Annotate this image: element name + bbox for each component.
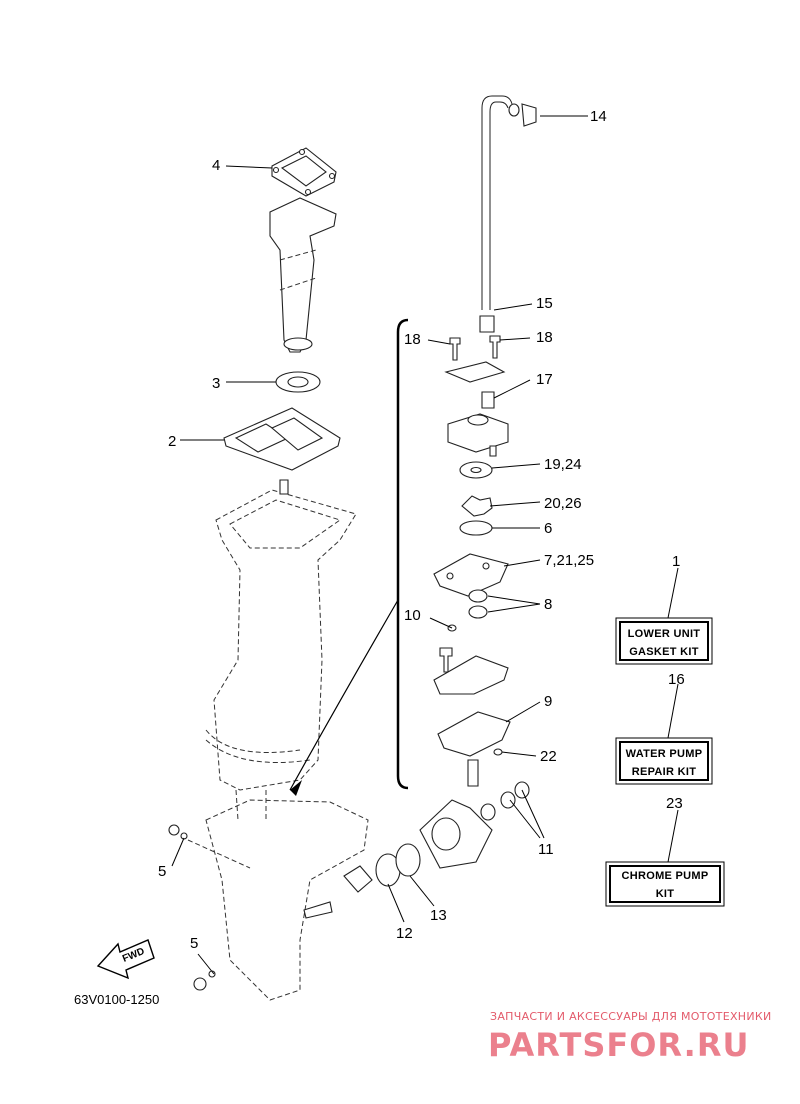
callouts: 1 2 3 4 5 5 6 7,21,25 8 9 10 11 12 13 14…: [158, 108, 685, 952]
callout-15: 15: [536, 295, 553, 312]
propeller-shaft-housing: [343, 781, 530, 893]
callout-19-24: 19,24: [544, 456, 582, 473]
callout-22: 22: [540, 748, 557, 765]
water-pump-parts: [433, 315, 511, 787]
callout-16: 16: [668, 671, 685, 688]
kit-lower-unit-line2: GASKET KIT: [629, 646, 699, 658]
kit-water-pump-repair: WATER PUMP REPAIR KIT: [615, 737, 713, 785]
callout-11: 11: [538, 841, 554, 858]
callout-4: 4: [212, 157, 220, 174]
gear-case: [187, 789, 369, 1001]
kit-water-pump-line2: REPAIR KIT: [632, 766, 697, 778]
callout-13: 13: [430, 907, 447, 924]
exhaust-guide: [269, 197, 337, 353]
watermark-logo: PARTSFOR.RU: [488, 1026, 749, 1064]
oil-seal-housing: [275, 371, 321, 393]
callout-2: 2: [168, 433, 176, 450]
callout-5b: 5: [190, 935, 198, 952]
callout-6: 6: [544, 520, 552, 537]
upper-gasket: [223, 407, 341, 471]
callout-23: 23: [666, 795, 683, 812]
callout-10: 10: [404, 607, 421, 624]
callout-20-26: 20,26: [544, 495, 582, 512]
callout-18b: 18: [536, 329, 553, 346]
watermark: ЗАПЧАСТИ И АКСЕССУАРЫ ДЛЯ МОТОТЕХНИКИ PA…: [488, 1010, 772, 1064]
callout-3: 3: [212, 375, 220, 392]
leader-lines: [171, 115, 679, 975]
callout-8: 8: [544, 596, 552, 613]
callout-1: 1: [672, 553, 680, 570]
callout-12: 12: [396, 925, 413, 942]
screws: [168, 824, 216, 991]
assembly-bracket: [289, 318, 409, 796]
callout-9: 9: [544, 693, 552, 710]
diagram-code: 63V0100-1250: [74, 992, 159, 1007]
watermark-caption: ЗАПЧАСТИ И АКСЕССУАРЫ ДЛЯ МОТОТЕХНИКИ: [490, 1010, 772, 1023]
kit-chrome-pump: CHROME PUMP KIT: [605, 861, 725, 907]
water-tube: [481, 95, 537, 310]
kit-chrome-pump-line1: CHROME PUMP: [621, 870, 708, 882]
callout-7-21-25: 7,21,25: [544, 552, 594, 569]
kit-lower-unit-gasket: LOWER UNIT GASKET KIT: [615, 617, 713, 665]
callout-18a: 18: [404, 331, 421, 348]
callout-5a: 5: [158, 863, 166, 880]
kit-water-pump-line1: WATER PUMP: [626, 748, 703, 760]
callout-14: 14: [590, 108, 607, 125]
fwd-arrow-icon: FWD: [96, 939, 155, 980]
kit-chrome-pump-line2: KIT: [656, 888, 675, 900]
kit-lower-unit-line1: LOWER UNIT: [628, 628, 701, 640]
exhaust-guide-gasket: [271, 147, 337, 197]
callout-17: 17: [536, 371, 553, 388]
drive-shaft-housing: [205, 479, 357, 791]
